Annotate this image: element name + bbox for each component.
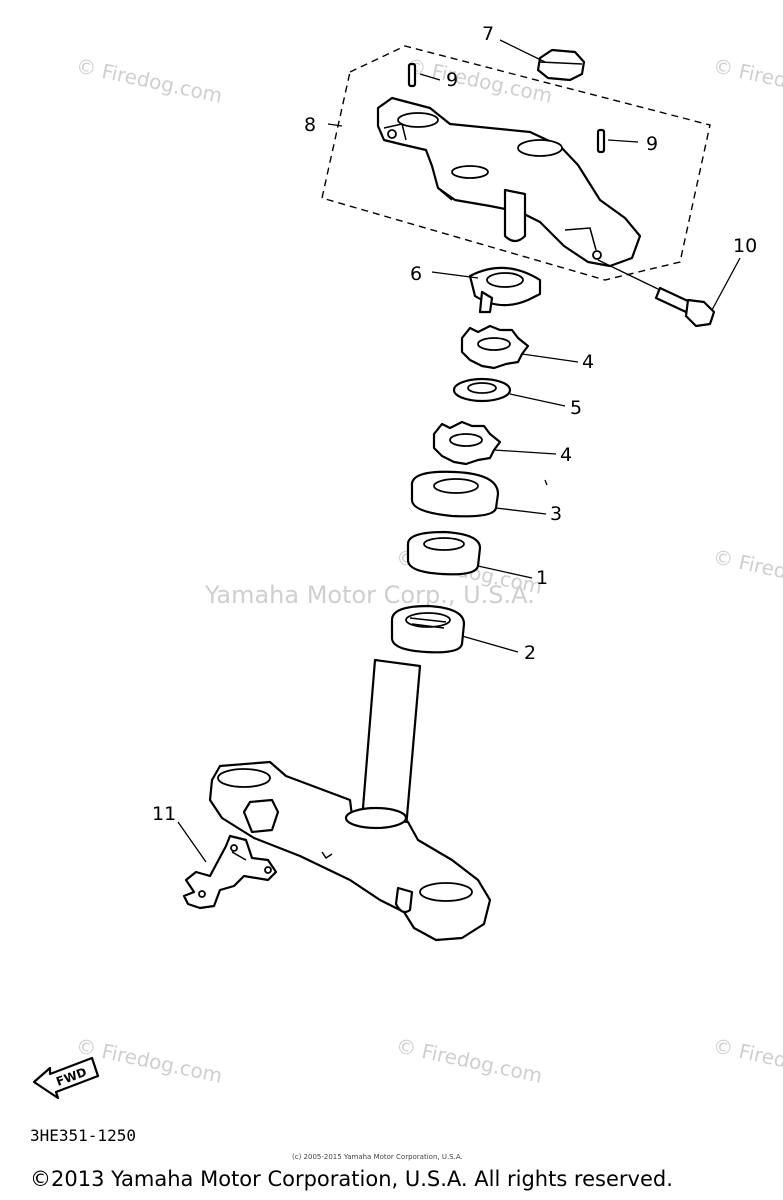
callout-2: 2 — [524, 642, 536, 664]
callout-6: 6 — [410, 263, 422, 285]
small-copyright: (c) 2005-2015 Yamaha Motor Corporation, … — [292, 1153, 463, 1161]
bearing-upper — [406, 530, 482, 576]
cap-nut — [536, 48, 586, 82]
ring-nut-upper — [460, 324, 530, 370]
watermark: © Firedog.com — [711, 53, 783, 107]
bolt — [654, 286, 716, 328]
leader-1 — [477, 565, 533, 579]
bearing-lower — [390, 604, 466, 654]
leader-7 — [499, 39, 546, 63]
callout-5: 5 — [570, 397, 582, 419]
watermark: © Firedog.com — [404, 53, 554, 107]
ring-nut-lower — [432, 420, 502, 466]
diagram-code: 3HE351-1250 — [30, 1126, 136, 1145]
watermark: © Firedog.com — [394, 1033, 544, 1087]
leader-3 — [495, 507, 547, 515]
leader-9b — [607, 139, 639, 143]
under-bracket — [208, 658, 492, 942]
callout-11: 11 — [152, 803, 176, 825]
callout-9a: 9 — [446, 69, 458, 91]
leader-5 — [509, 393, 566, 407]
leader-2 — [461, 635, 519, 653]
leader-11 — [177, 821, 207, 863]
upper-bracket — [376, 96, 642, 268]
washer — [452, 377, 512, 403]
assembly-outline-8 — [321, 45, 711, 281]
leader-8 — [327, 123, 343, 127]
watermark-center: Yamaha Motor Corp., U.S.A. — [204, 581, 535, 609]
callout-8: 8 — [304, 114, 316, 136]
callout-7: 7 — [482, 23, 494, 45]
watermark: © Firedog.com — [74, 53, 224, 107]
callout-1: 1 — [536, 567, 548, 589]
leader-4a — [521, 353, 579, 363]
callout-10: 10 — [733, 235, 757, 257]
pin-9b — [596, 128, 606, 154]
leader-6 — [431, 271, 479, 279]
callout-3: 3 — [550, 503, 562, 525]
leader-10-bolt-path — [597, 259, 661, 291]
lock-washer — [468, 266, 542, 314]
leader-9a — [419, 73, 441, 81]
watermark: © Firedog.com — [711, 544, 783, 598]
leader-10 — [711, 257, 741, 311]
watermark: © Firedog.com — [711, 1033, 783, 1087]
fwd-arrow-icon: FWD — [32, 1056, 100, 1100]
leader-4b — [493, 449, 557, 455]
callout-4a: 4 — [582, 351, 594, 373]
dust-seal — [410, 470, 500, 518]
centerline-mark — [544, 479, 548, 486]
callout-4b: 4 — [560, 444, 572, 466]
pin-9a — [407, 62, 417, 88]
cable-guide-bracket — [182, 834, 278, 910]
callout-9b: 9 — [646, 133, 658, 155]
copyright-notice: ©2013 Yamaha Motor Corporation, U.S.A. A… — [30, 1167, 673, 1191]
watermark: © Firedog.com — [74, 1033, 224, 1087]
